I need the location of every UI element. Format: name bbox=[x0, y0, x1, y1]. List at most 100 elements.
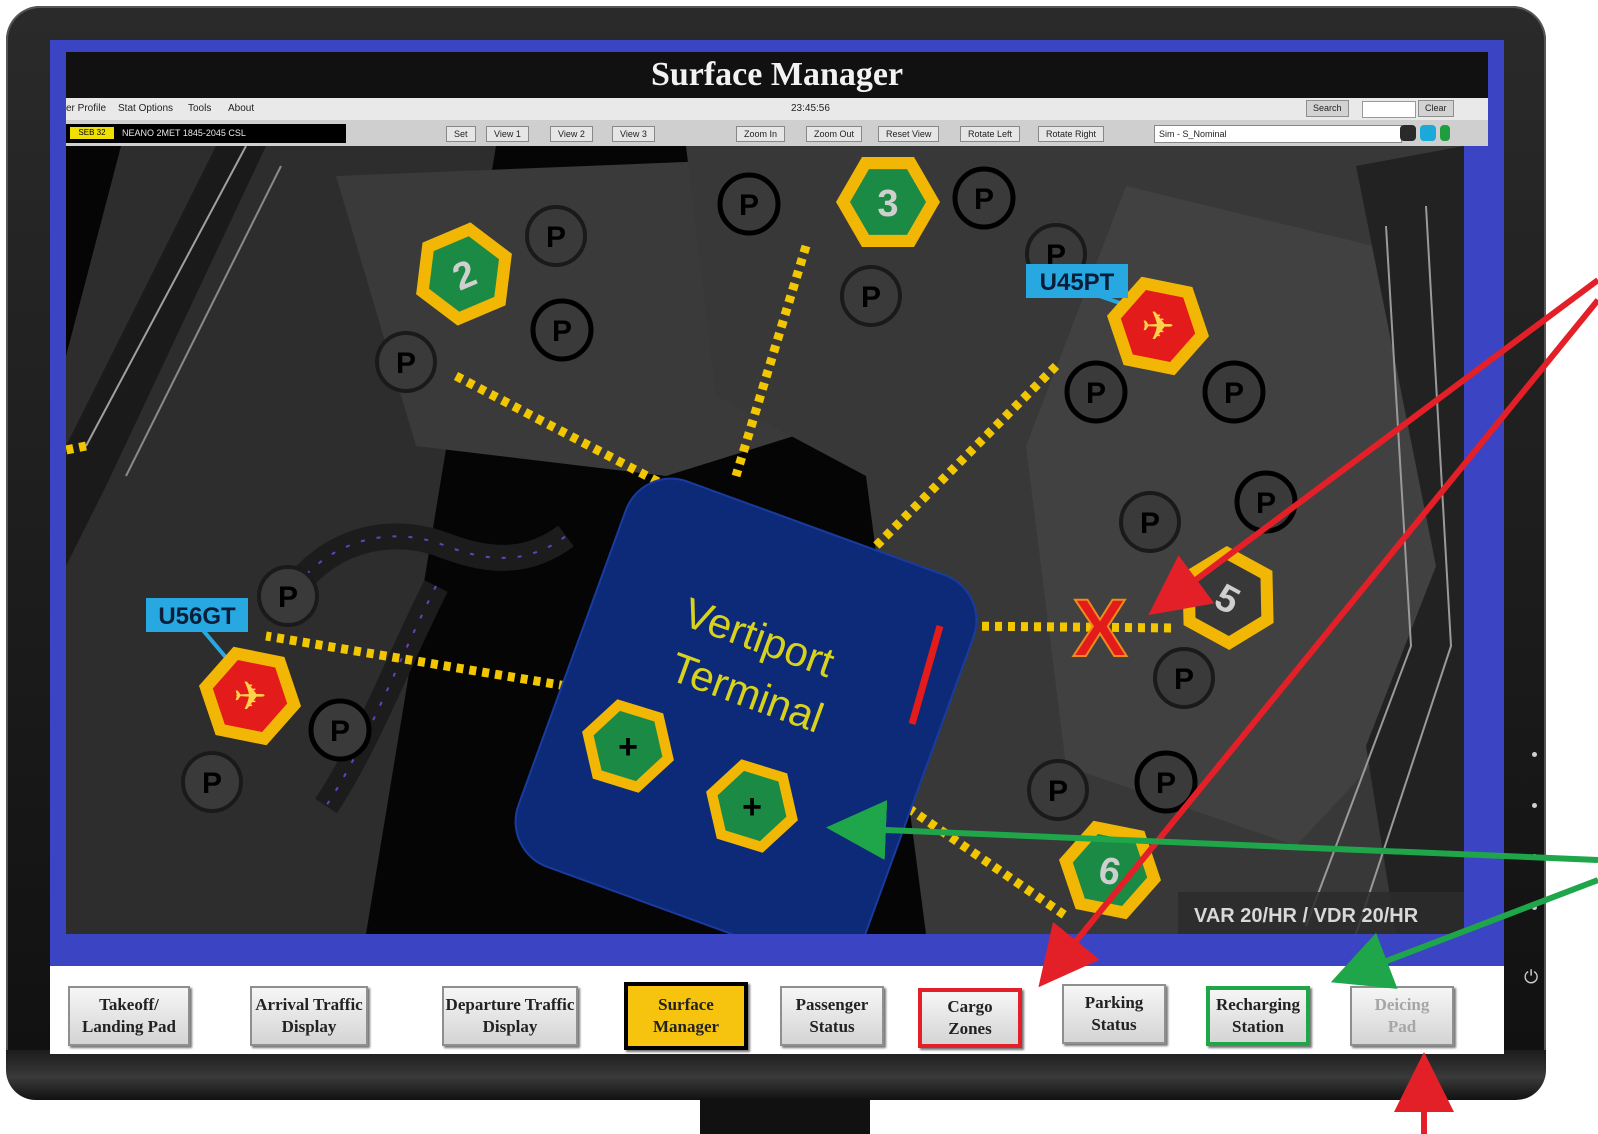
nav-cargo-zones-button[interactable]: Cargo Zones bbox=[918, 988, 1022, 1048]
parking-label: P bbox=[1140, 507, 1160, 540]
zoom-in-button[interactable]: Zoom In bbox=[736, 126, 786, 142]
parking-marker bbox=[840, 265, 902, 327]
nav-button-line2: Pad bbox=[1387, 1017, 1417, 1036]
screen: Surface Manager er Profile Stat Options … bbox=[50, 40, 1504, 1054]
nav-button-line1: Cargo bbox=[947, 997, 993, 1016]
menu-item-stat-options[interactable]: Stat Options bbox=[118, 103, 174, 114]
status-icon[interactable] bbox=[1440, 125, 1450, 141]
rotate-right-button[interactable]: Rotate Right bbox=[1038, 126, 1105, 142]
parking-label: P bbox=[330, 715, 350, 748]
parking-marker bbox=[181, 751, 243, 813]
runway-edge-line bbox=[1355, 205, 1453, 934]
flight-text: NEANO 2MET 1845-2045 CSL bbox=[122, 128, 246, 138]
search-input[interactable] bbox=[1362, 101, 1416, 118]
landing-pad-label: 3 bbox=[877, 183, 898, 225]
nav-parking-status-button[interactable]: Parking Status bbox=[1062, 984, 1166, 1044]
clear-button[interactable]: Clear bbox=[1418, 100, 1454, 117]
landing-pad bbox=[1072, 834, 1148, 906]
nav-passenger-status-button[interactable]: Passenger Status bbox=[780, 986, 884, 1046]
runway-edge-line bbox=[125, 165, 282, 477]
landing-pad bbox=[850, 169, 926, 235]
landing-pad bbox=[429, 236, 499, 312]
aircraft-icon: ✈ bbox=[233, 674, 267, 720]
clock-readout: 23:45:56 bbox=[791, 103, 830, 114]
rate-readout: VAR 20/HR / VDR 20/HR bbox=[1194, 905, 1419, 927]
parking-marker bbox=[952, 166, 1016, 230]
parking-label: P bbox=[1224, 377, 1244, 410]
aircraft-pad bbox=[212, 660, 288, 732]
gate-connector bbox=[453, 372, 669, 490]
nav-takeoff-landing-pad-button[interactable]: Takeoff/ Landing Pad bbox=[68, 986, 190, 1046]
terminal-closed-gate bbox=[908, 625, 944, 725]
view-1-button[interactable]: View 1 bbox=[486, 126, 529, 142]
annotation-arrow-red bbox=[1038, 298, 1598, 988]
parking-marker bbox=[1134, 750, 1198, 814]
nav-arrival-traffic-button[interactable]: Arrival Traffic Display bbox=[250, 986, 368, 1046]
nav-button-line2: Display bbox=[281, 1017, 337, 1036]
aircraft-pad bbox=[1120, 290, 1196, 362]
parking-label: P bbox=[739, 189, 759, 222]
parking-label: P bbox=[1174, 663, 1194, 696]
nav-departure-traffic-button[interactable]: Departure Traffic Display bbox=[442, 986, 578, 1046]
nav-recharging-station-button[interactable]: Recharging Station bbox=[1206, 986, 1310, 1046]
bezel-dot bbox=[1532, 752, 1537, 757]
parking-marker bbox=[257, 565, 319, 627]
recharging-symbol: + bbox=[742, 788, 762, 826]
parking-label: P bbox=[1086, 377, 1106, 410]
set-button[interactable]: Set bbox=[446, 126, 476, 142]
nav-button-line2: Landing Pad bbox=[81, 1017, 176, 1036]
parking-marker bbox=[1153, 647, 1215, 709]
pad-closed-marker: X bbox=[1073, 583, 1128, 674]
monitor-chin bbox=[6, 1050, 1546, 1100]
parking-marker bbox=[717, 172, 781, 236]
monitor-stand bbox=[700, 1098, 870, 1134]
annotation-arrow-green bbox=[826, 800, 1598, 863]
nav-surface-manager-button[interactable]: Surface Manager bbox=[624, 982, 748, 1050]
menu-item-about[interactable]: About bbox=[228, 103, 255, 114]
view-3-button[interactable]: View 3 bbox=[612, 126, 655, 142]
aircraft-callsign: U45PT bbox=[1040, 269, 1115, 296]
search-button[interactable]: Search bbox=[1306, 100, 1349, 117]
gate-connector bbox=[265, 631, 567, 691]
page-title: Surface Manager bbox=[66, 52, 1488, 98]
nav-button-line1: Takeoff/ bbox=[99, 995, 159, 1014]
nav-button-line1: Surface bbox=[658, 995, 714, 1014]
refresh-icon[interactable] bbox=[1420, 125, 1436, 141]
parking-label: P bbox=[202, 767, 222, 800]
runway-west bbox=[66, 146, 266, 566]
flight-info-box: SEB 32 NEANO 2MET 1845-2045 CSL bbox=[66, 124, 346, 143]
gate-connector bbox=[955, 621, 1177, 633]
parking-marker bbox=[525, 205, 587, 267]
flight-tag: SEB 32 bbox=[70, 127, 114, 139]
zoom-out-button[interactable]: Zoom Out bbox=[806, 126, 863, 142]
view-2-button[interactable]: View 2 bbox=[550, 126, 593, 142]
recharging-symbol: + bbox=[618, 728, 638, 766]
parking-marker bbox=[1064, 360, 1128, 424]
parking-label: P bbox=[546, 221, 566, 254]
parking-marker bbox=[530, 298, 594, 362]
menu-item-tools[interactable]: Tools bbox=[188, 103, 212, 114]
nav-deicing-pad-button[interactable]: Deicing Pad bbox=[1350, 986, 1454, 1046]
nav-button-line2: Display bbox=[482, 1017, 538, 1036]
nav-button-line2: Status bbox=[1091, 1015, 1137, 1034]
menu-item-profile[interactable]: er Profile bbox=[66, 103, 107, 114]
parking-marker bbox=[308, 698, 372, 762]
rate-readout-box bbox=[1178, 892, 1464, 934]
recharging-pad bbox=[593, 710, 663, 782]
parking-label: P bbox=[1046, 239, 1066, 272]
toolbar: SEB 32 NEANO 2MET 1845-2045 CSL Set View… bbox=[66, 120, 1488, 146]
parking-marker bbox=[1027, 759, 1089, 821]
power-icon[interactable]: ⏻ bbox=[1524, 967, 1539, 987]
rotate-left-button[interactable]: Rotate Left bbox=[960, 126, 1021, 142]
reset-view-button[interactable]: Reset View bbox=[878, 126, 940, 142]
parking-marker bbox=[1119, 491, 1181, 553]
parking-label: P bbox=[396, 347, 416, 380]
runway-east bbox=[1356, 146, 1464, 934]
sim-status-field[interactable]: Sim - S_Nominal bbox=[1154, 125, 1402, 143]
record-icon[interactable] bbox=[1400, 125, 1416, 141]
bezel-dot bbox=[1532, 803, 1537, 808]
nav-bar: Takeoff/ Landing Pad Arrival Traffic Dis… bbox=[50, 966, 1504, 1054]
display-frame: Surface Manager er Profile Stat Options … bbox=[50, 40, 1504, 966]
